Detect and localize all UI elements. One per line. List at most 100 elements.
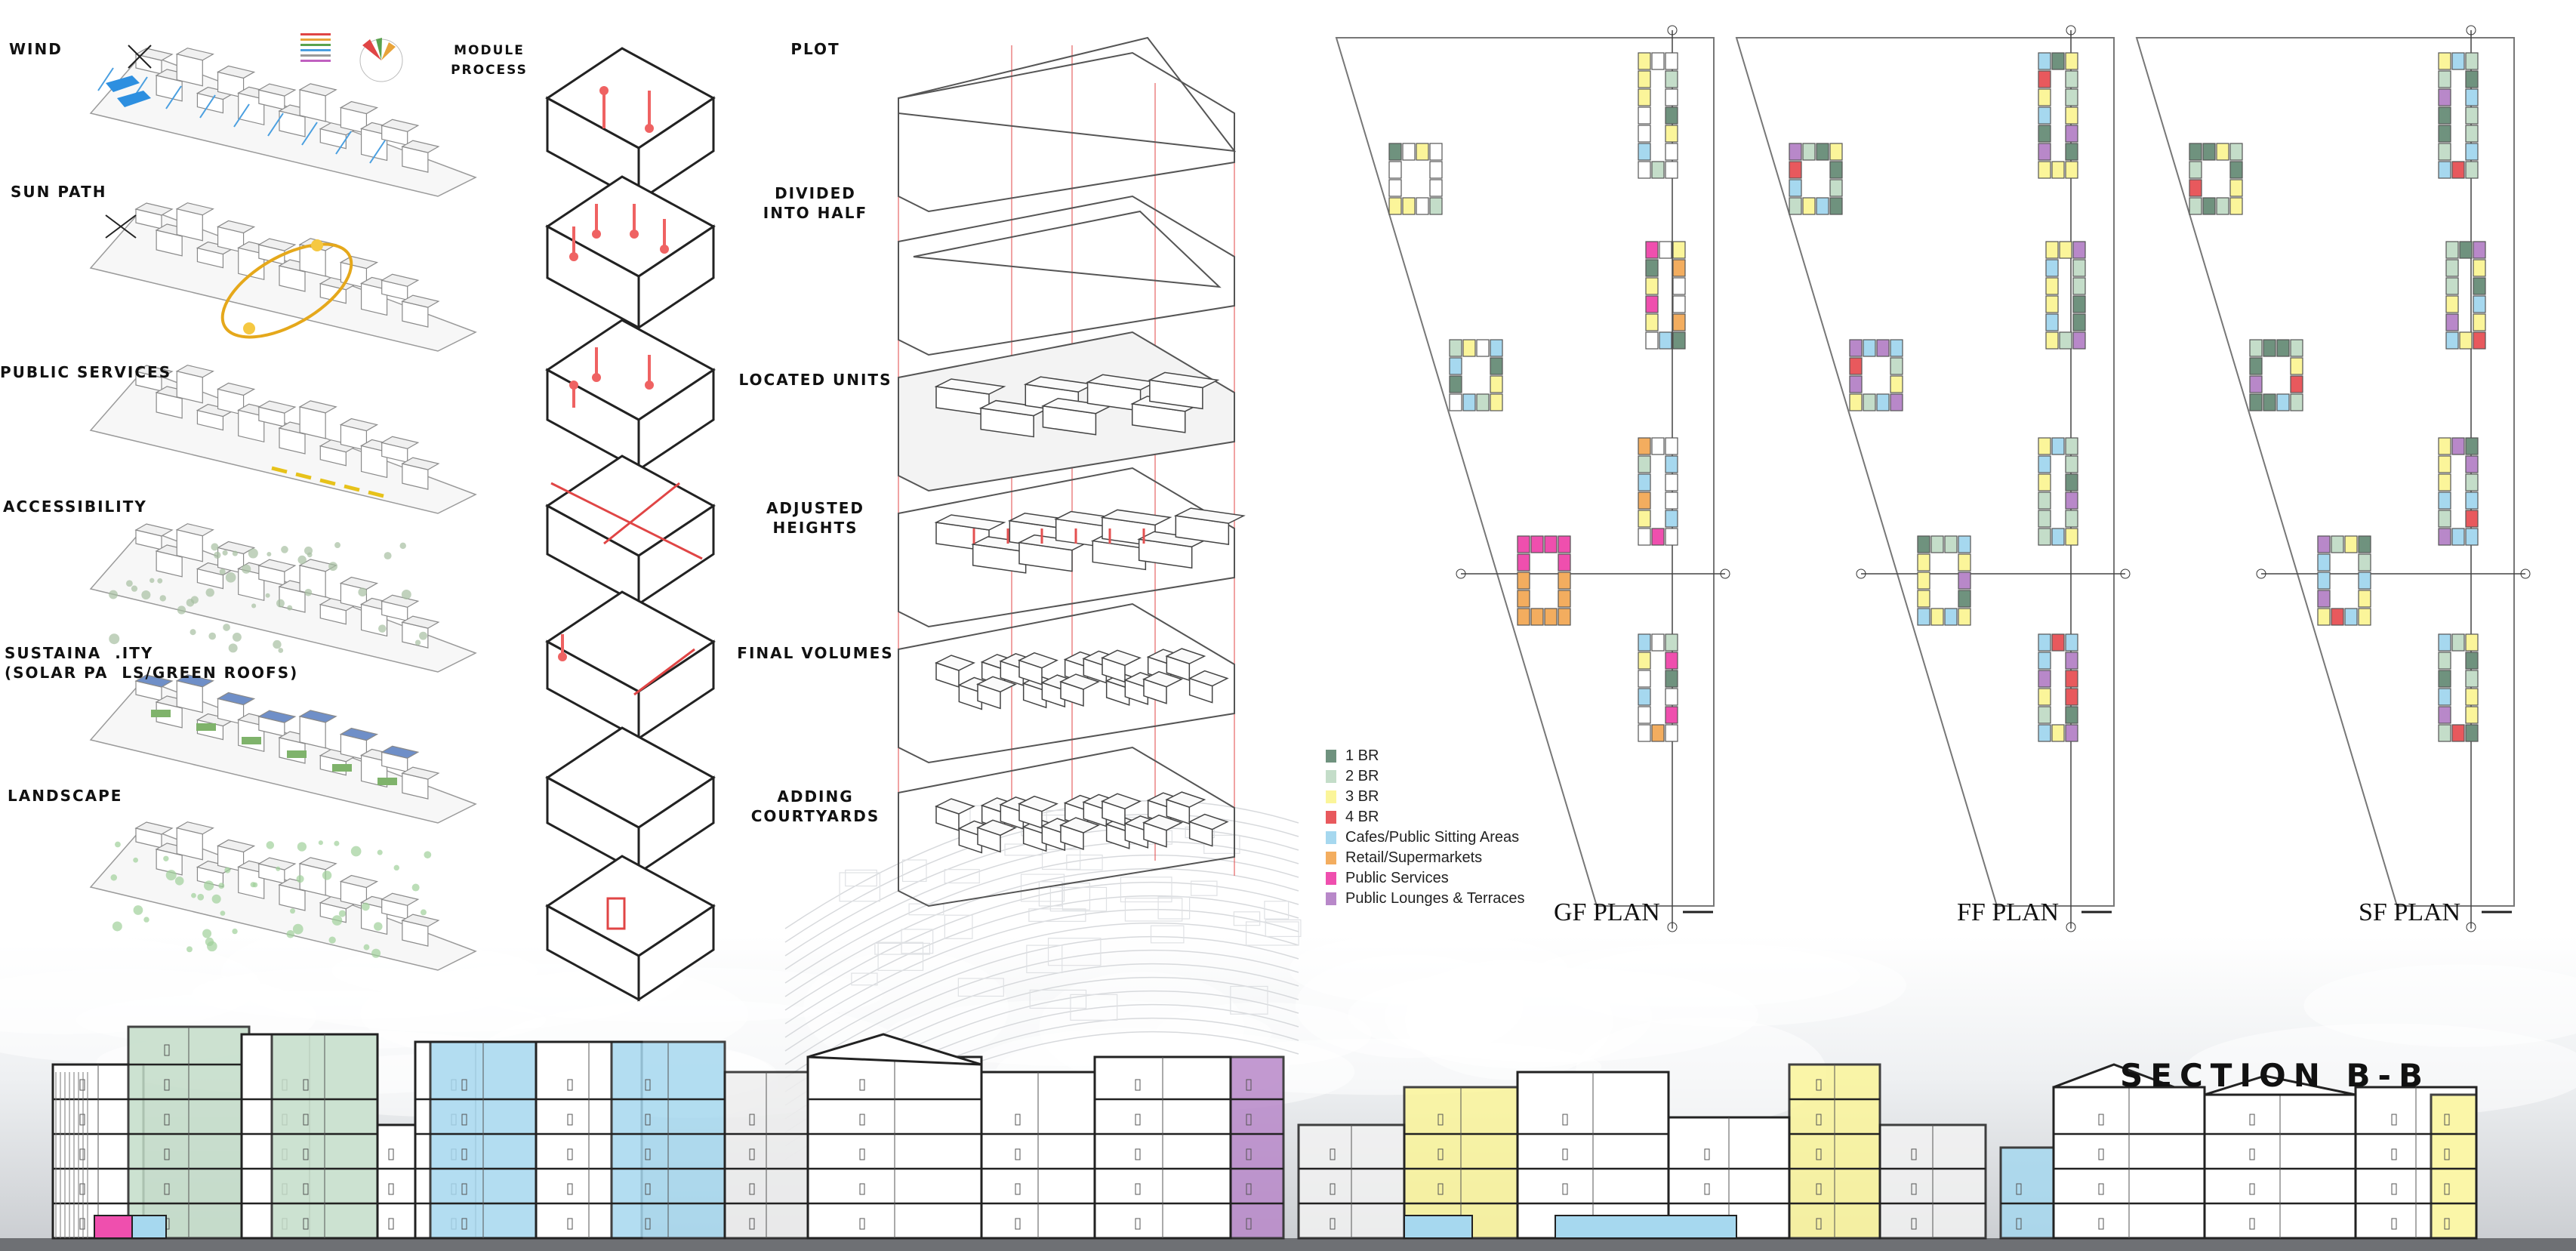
plan-unit [1789, 197, 1802, 215]
mini-roof [339, 727, 379, 741]
plan-unit [1462, 393, 1476, 411]
section-block [2430, 1093, 2478, 1240]
analysis-axo-access [89, 523, 477, 673]
green-roof [242, 737, 261, 744]
volume-roof [976, 676, 1017, 693]
plan-unit [1449, 375, 1462, 393]
volume-roof [1018, 795, 1058, 812]
window [1704, 1148, 1710, 1160]
plan-unit [2045, 277, 2059, 295]
mini-roof [298, 400, 337, 414]
ghost-road [784, 895, 1299, 1025]
plan-unit [1449, 357, 1462, 375]
plan-title-ff: FF PLAN [1957, 898, 2060, 926]
ghost-block [1070, 994, 1118, 1021]
tree [109, 633, 120, 645]
plan-unit [2072, 313, 2086, 331]
plan-unit [1517, 608, 1530, 626]
plan-unit [2465, 161, 2479, 179]
module-box [545, 454, 716, 606]
plan-unit [1638, 706, 1651, 724]
volume-roof [1173, 507, 1246, 524]
plan-unit [1665, 125, 1678, 143]
plan-unit [1638, 724, 1651, 742]
plan-unit [1638, 125, 1651, 143]
plan-unit [1638, 70, 1651, 88]
tree [207, 941, 217, 952]
window [164, 1044, 170, 1056]
plan-unit [2317, 553, 2331, 572]
window [859, 1148, 865, 1160]
plan-unit [1930, 535, 1944, 553]
tree [190, 629, 196, 636]
window [1437, 1114, 1444, 1126]
public-marker [319, 478, 336, 486]
box-right [637, 639, 715, 741]
volume-roof [1101, 649, 1142, 667]
plan-unit [1638, 633, 1651, 652]
section-marker [1667, 922, 1678, 932]
plan-unit [1490, 357, 1503, 375]
mini-roof [216, 65, 256, 79]
tree [242, 564, 251, 574]
plan-unit [1416, 197, 1429, 215]
wind-rose-petal [381, 42, 396, 60]
ghost-block [1265, 919, 1302, 938]
plan-unit [1638, 437, 1651, 455]
tree [358, 587, 367, 597]
plan-unit [2072, 241, 2086, 259]
plan-unit [2317, 572, 2331, 590]
box-right [637, 224, 715, 330]
analysis-label-accessibility: ACCESSIBILITY [3, 498, 147, 516]
analysis-axo-land [89, 821, 477, 971]
plan-unit [2065, 143, 2078, 161]
window [1562, 1148, 1568, 1160]
tree [281, 546, 288, 553]
window [645, 1218, 651, 1230]
plan-unit [1665, 70, 1678, 88]
plan-unit [1388, 197, 1402, 215]
ghost-block [1049, 886, 1108, 912]
plan-unit [1863, 393, 1876, 411]
section-block [1229, 1055, 1285, 1240]
tree [115, 841, 121, 848]
legend-swatch [1326, 892, 1336, 905]
sloped-roof [2053, 1063, 2175, 1089]
section-building [270, 1033, 379, 1240]
tree [350, 846, 362, 857]
window [2098, 1218, 2104, 1230]
window [1816, 1218, 1822, 1230]
window [645, 1079, 651, 1091]
legend-tick [300, 44, 331, 46]
legend-tick [300, 54, 331, 57]
legend-swatch [1326, 872, 1336, 885]
arrow-head [645, 124, 654, 133]
plan-unit [2072, 259, 2086, 277]
plan-unit [2465, 670, 2479, 688]
plan-unit [2229, 197, 2243, 215]
plan-unit [2465, 143, 2479, 161]
window [2249, 1183, 2255, 1195]
tree [177, 605, 186, 615]
tree [290, 908, 296, 914]
window [164, 1114, 170, 1126]
plan-unit [2229, 143, 2243, 161]
mini-roof [298, 710, 337, 723]
plan-unit [1917, 553, 1930, 572]
tree [218, 883, 225, 889]
tree [143, 917, 149, 923]
tree [214, 551, 221, 559]
ghost-road [784, 854, 1299, 984]
window [1437, 1148, 1444, 1160]
plan-unit [2189, 143, 2202, 161]
section-marker [1667, 25, 1678, 35]
plan-unit [2465, 510, 2479, 528]
window [1246, 1218, 1252, 1230]
plan-unit [2438, 491, 2451, 510]
mini-roof [257, 710, 297, 723]
legend-item: 4 BR [1326, 807, 1525, 827]
mini-roof [298, 83, 337, 97]
wind-arrow [335, 131, 352, 155]
plan-unit [1665, 88, 1678, 106]
green-roof [332, 764, 352, 772]
